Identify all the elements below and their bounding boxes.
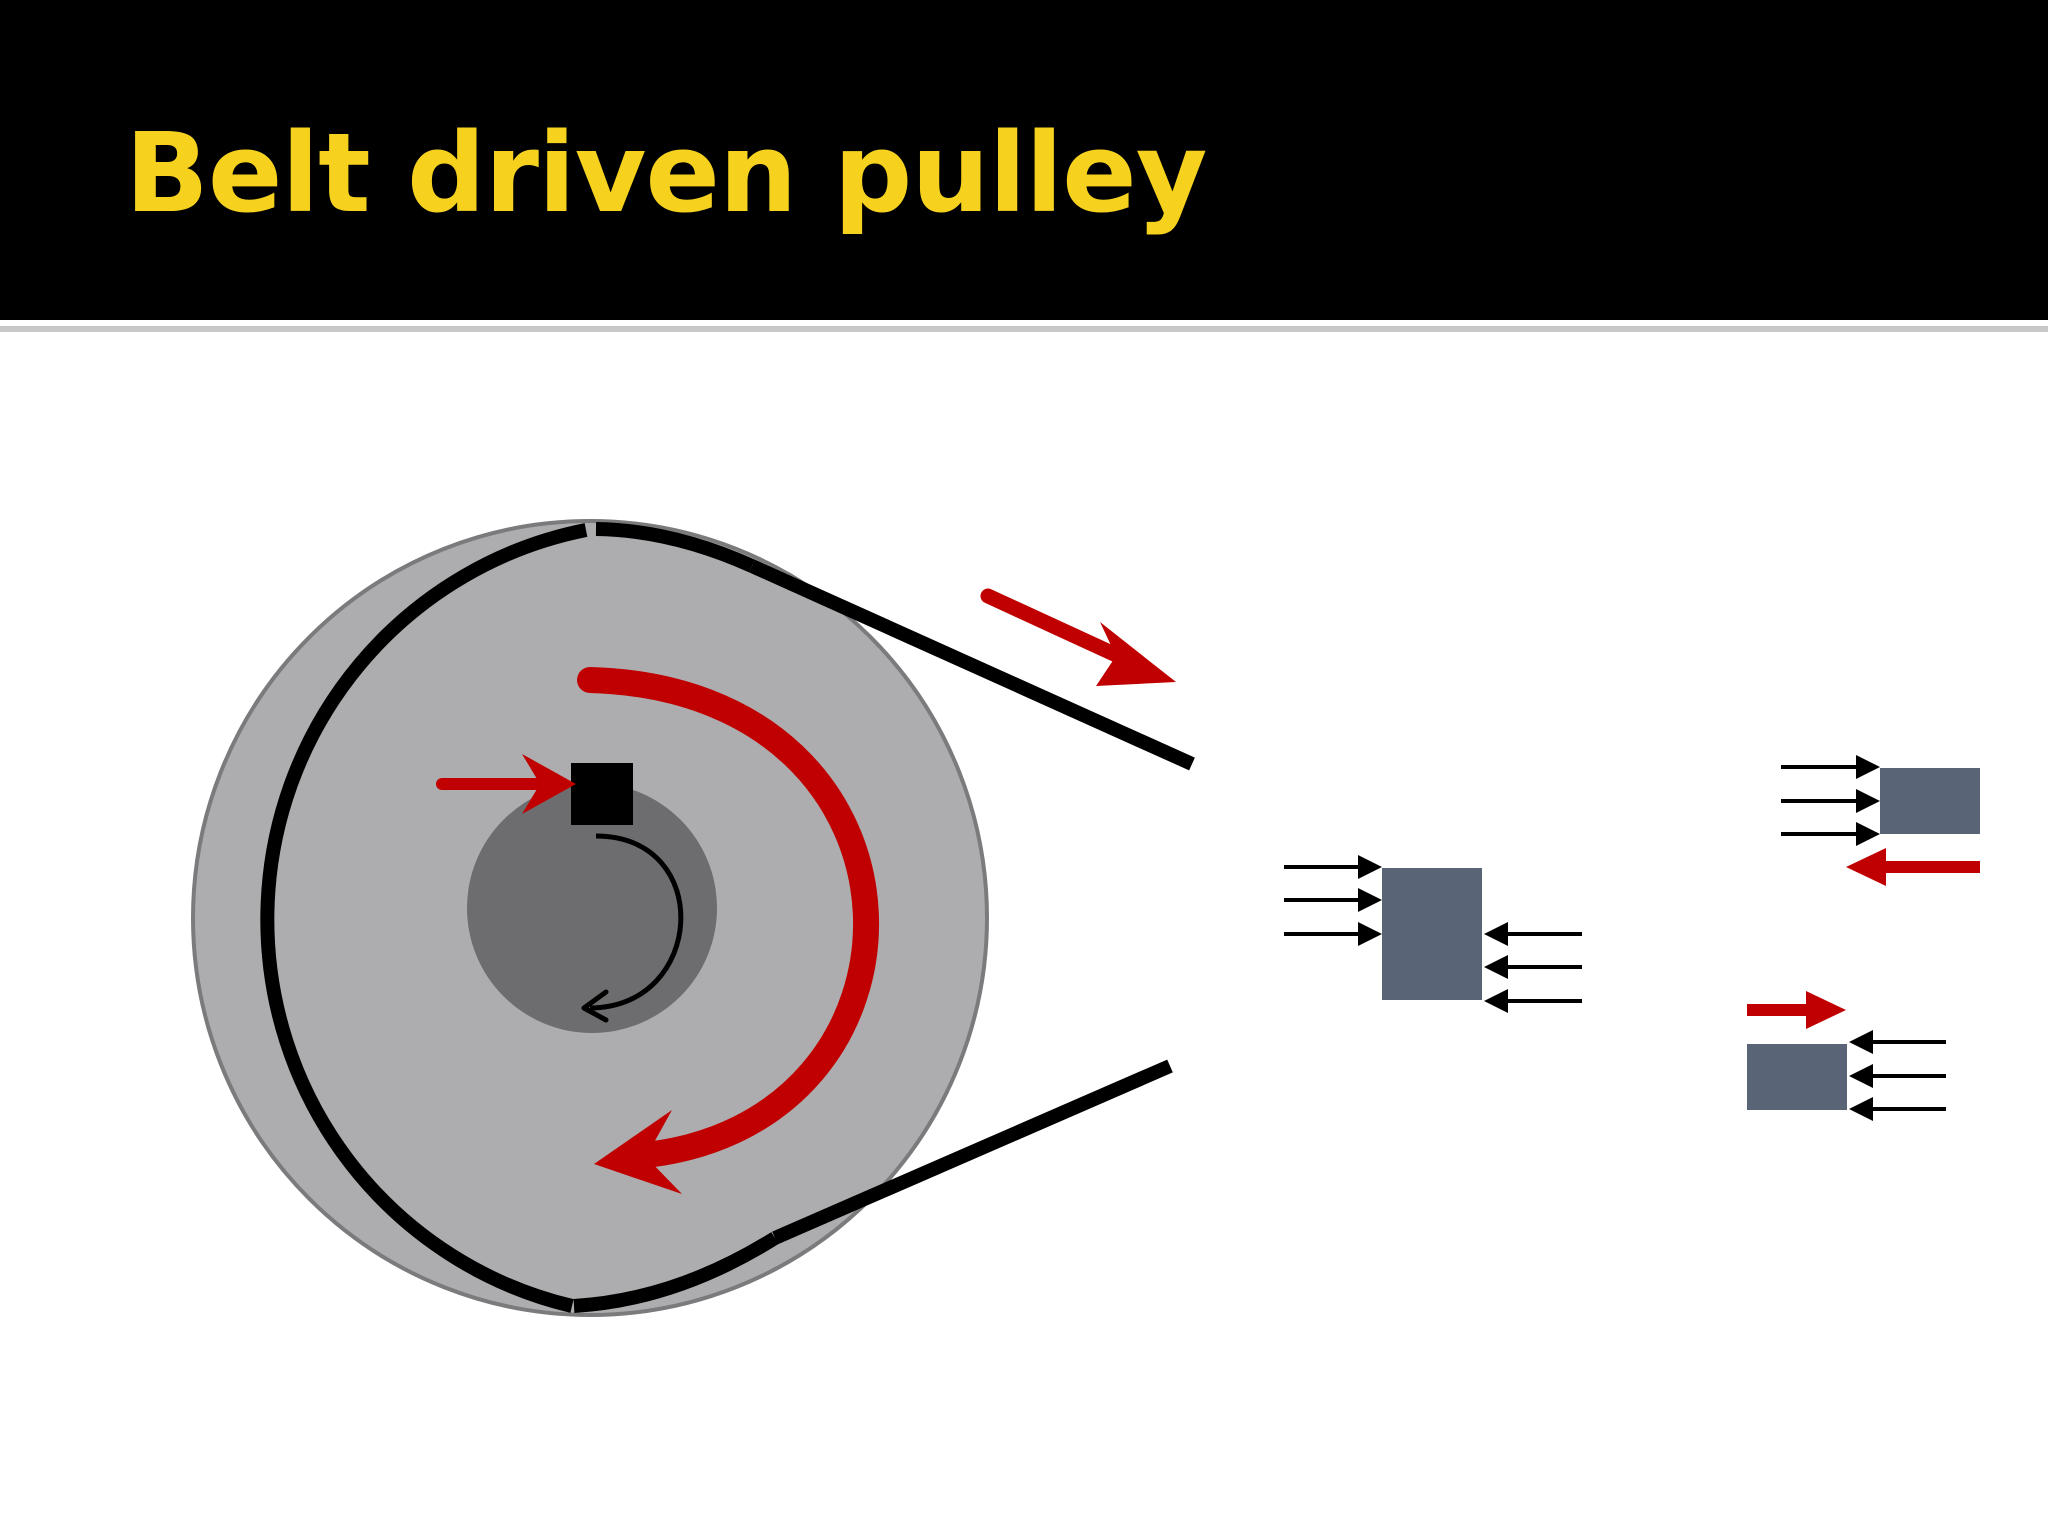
arrow-icon [594, 1110, 682, 1194]
belt-wrap-left [260, 523, 588, 1313]
belt-tight-side [749, 559, 1195, 771]
arrow-icon [1846, 848, 1886, 886]
title-divider [0, 326, 2048, 332]
arrow-icon [522, 754, 576, 814]
right-force-arrows [1849, 1030, 1946, 1121]
free-body-top-right [1781, 755, 1980, 886]
belt-wrap-top [595, 522, 755, 573]
pulley-hub [467, 783, 717, 1033]
block [1747, 1044, 1847, 1110]
key-block [571, 763, 633, 825]
title-bar: Belt driven pulley [0, 0, 2048, 320]
left-force-arrows [1284, 855, 1382, 946]
curved-arrow-icon [577, 667, 879, 1169]
arrow-icon [581, 989, 609, 1023]
hub-rotation-arrow [581, 833, 684, 1023]
free-body-middle [1284, 855, 1582, 1013]
arrow-icon [1096, 622, 1176, 686]
arrow-icon [1806, 991, 1846, 1029]
belt-slack-side [772, 1059, 1173, 1245]
pulley-rotation-arrow [577, 667, 879, 1194]
belt [260, 522, 1195, 1313]
arrow-icon [980, 588, 1148, 674]
pulley [191, 519, 989, 1317]
shaft-key [436, 754, 633, 825]
block [1880, 768, 1980, 834]
block [1382, 868, 1482, 1000]
belt-direction-arrow [980, 588, 1176, 686]
free-body-bottom-right [1747, 991, 1946, 1121]
curved-arrow-icon [589, 833, 684, 1011]
right-force-arrows [1484, 922, 1582, 1013]
slide-title: Belt driven pulley [125, 109, 1207, 237]
left-force-arrows [1781, 755, 1880, 846]
belt-wrap-bottom [573, 1232, 779, 1313]
